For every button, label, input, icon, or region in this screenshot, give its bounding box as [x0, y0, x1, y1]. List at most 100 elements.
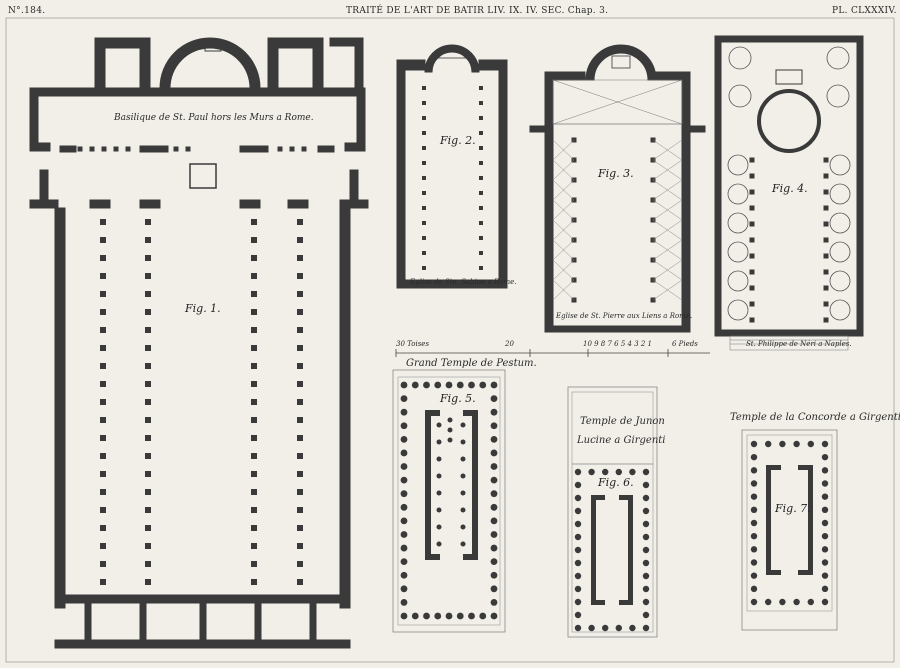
column [574, 611, 582, 619]
column [793, 598, 800, 606]
column [574, 507, 582, 515]
column [100, 489, 106, 495]
column [750, 559, 758, 566]
fig1-transept-columns [77, 146, 307, 152]
column [460, 422, 466, 428]
vault-line [652, 239, 683, 261]
column [750, 493, 758, 500]
column [490, 395, 498, 402]
column [100, 561, 106, 567]
fig5-columns [400, 381, 498, 620]
column [145, 435, 151, 441]
column [100, 579, 106, 585]
column [779, 440, 786, 448]
column [447, 417, 453, 423]
column [490, 476, 498, 484]
column [422, 266, 426, 270]
column [251, 345, 257, 351]
column [411, 381, 419, 389]
column [642, 494, 650, 502]
chapel [727, 212, 749, 234]
column [479, 206, 483, 210]
column [821, 480, 829, 487]
column [807, 440, 814, 448]
column [749, 317, 755, 323]
column [642, 585, 650, 593]
column [145, 489, 151, 495]
column [422, 236, 426, 240]
column [251, 489, 257, 495]
column [400, 517, 408, 525]
vault-line [652, 259, 683, 281]
column [125, 146, 131, 152]
column [100, 327, 106, 333]
column [749, 269, 755, 275]
fig7-caption: Temple de la Concorde a Girgenti [730, 412, 900, 423]
column [460, 439, 466, 445]
column [821, 467, 829, 474]
plate-label: PL. CLXXXIV. [832, 6, 897, 16]
plate-number: N°.184. [8, 6, 46, 16]
column [460, 456, 466, 462]
column [400, 544, 408, 552]
fig3-caption: Eglise de St. Pierre aux Liens a Rome. [556, 312, 693, 320]
column [479, 236, 483, 240]
column [574, 533, 582, 541]
column [642, 572, 650, 580]
column [436, 507, 442, 513]
column [823, 173, 829, 179]
column [297, 543, 303, 549]
column [490, 408, 498, 416]
column [821, 559, 829, 566]
column [574, 546, 582, 554]
chapel [826, 46, 850, 70]
column [750, 585, 758, 593]
column [490, 599, 498, 606]
column [100, 363, 106, 369]
column [297, 273, 303, 279]
column [77, 146, 83, 152]
column [100, 435, 106, 441]
column [821, 546, 829, 553]
column [113, 146, 119, 152]
chapel [727, 241, 749, 263]
column [460, 541, 466, 547]
column [145, 255, 151, 261]
column [101, 146, 107, 152]
scale-left-label: 30 Toises [396, 340, 430, 348]
column [297, 471, 303, 477]
column [574, 598, 582, 606]
scale-mid-label: 20 [505, 340, 514, 348]
column [400, 531, 408, 538]
chapel [829, 241, 851, 263]
column [750, 519, 758, 527]
column [823, 237, 829, 243]
column [468, 612, 475, 620]
column [642, 598, 650, 606]
fig3-columns [571, 137, 656, 303]
column [574, 585, 582, 593]
vault-line [552, 239, 575, 261]
column [479, 161, 483, 165]
column [145, 579, 151, 585]
column [145, 453, 151, 459]
column [145, 219, 151, 225]
column [400, 585, 408, 593]
column [479, 191, 483, 195]
column [251, 399, 257, 405]
column [100, 399, 106, 405]
column [490, 612, 498, 620]
fig2-label: Fig. 2. [440, 134, 476, 147]
column [422, 101, 426, 105]
column [749, 301, 755, 307]
column [277, 146, 283, 152]
column [423, 612, 430, 620]
column [251, 507, 257, 513]
column [251, 291, 257, 297]
chapel [728, 84, 752, 108]
column [251, 579, 257, 585]
column [145, 399, 151, 405]
chapel [727, 299, 749, 321]
